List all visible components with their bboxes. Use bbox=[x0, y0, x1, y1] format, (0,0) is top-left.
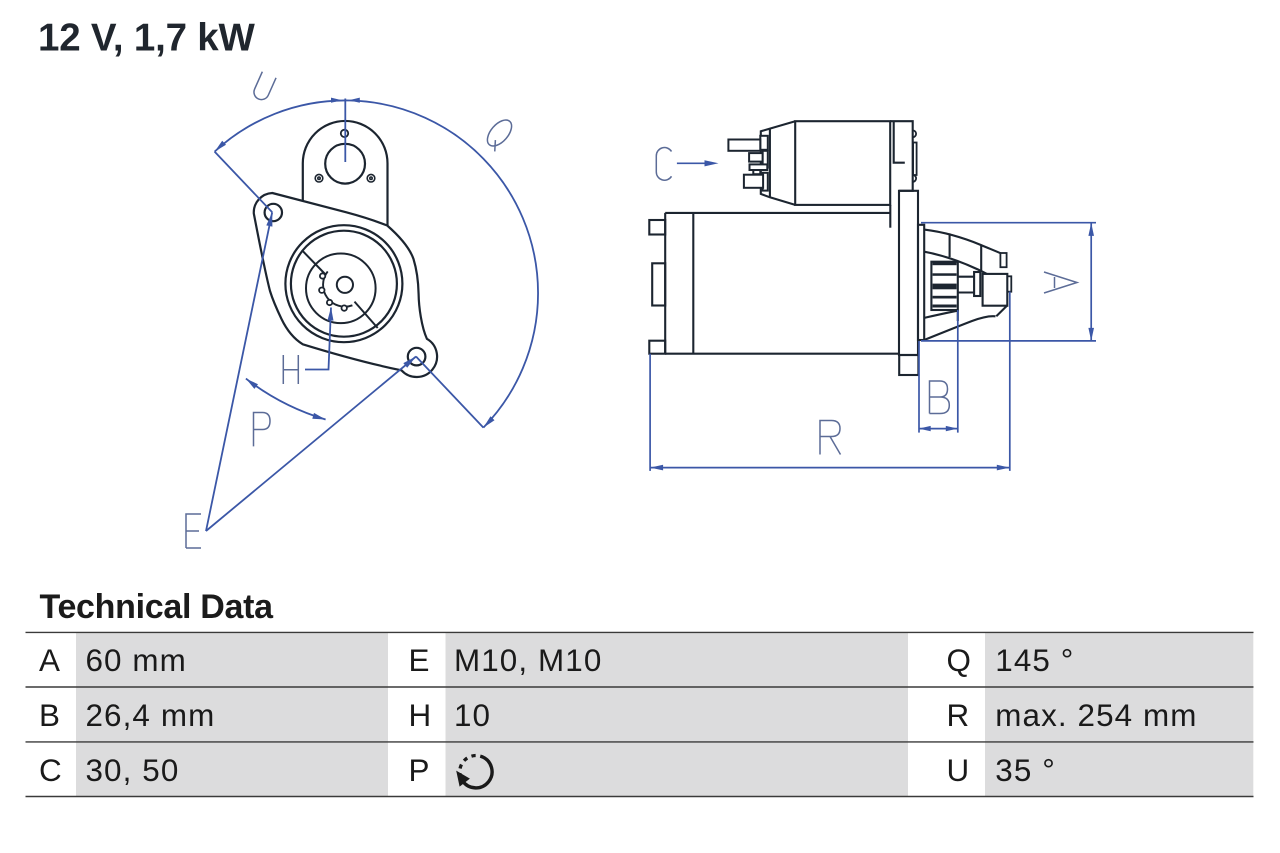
svg-text:H: H bbox=[409, 698, 433, 733]
svg-text:Q: Q bbox=[947, 643, 973, 678]
svg-text:E: E bbox=[409, 643, 431, 678]
svg-text:Technical Data: Technical Data bbox=[40, 588, 275, 626]
svg-text:12 V, 1,7 kW: 12 V, 1,7 kW bbox=[38, 17, 255, 60]
svg-text:A: A bbox=[39, 643, 61, 678]
svg-text:B: B bbox=[39, 698, 61, 733]
svg-text:C: C bbox=[39, 753, 63, 788]
svg-text:35 °: 35 ° bbox=[995, 753, 1056, 788]
svg-text:30, 50: 30, 50 bbox=[86, 753, 180, 788]
svg-text:145 °: 145 ° bbox=[995, 643, 1074, 678]
svg-text:R: R bbox=[947, 698, 971, 733]
svg-text:U: U bbox=[947, 753, 971, 788]
svg-text:10: 10 bbox=[454, 698, 491, 733]
svg-text:60 mm: 60 mm bbox=[86, 643, 187, 678]
svg-text:P: P bbox=[409, 753, 431, 788]
svg-text:M10, M10: M10, M10 bbox=[454, 643, 602, 678]
svg-text:max. 254 mm: max. 254 mm bbox=[995, 698, 1197, 733]
svg-text:26,4 mm: 26,4 mm bbox=[86, 698, 216, 733]
